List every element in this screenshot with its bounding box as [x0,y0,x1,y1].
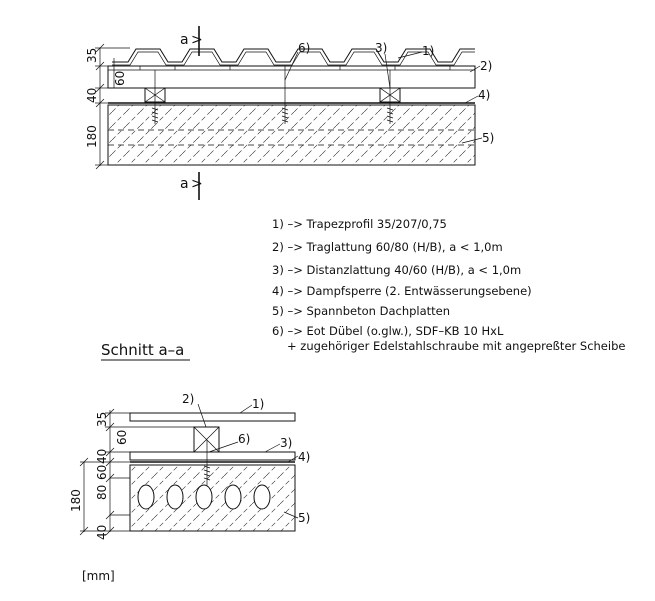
dowel-screw-section [203,440,211,485]
legend-item-5: 5) –> Spannbeton Dachplatten [272,304,450,318]
callout-b-2: 2) [182,392,194,406]
dim-b-40-bottom: 40 [95,525,109,540]
callout-6: 6) [298,41,310,55]
legend: 1) –> Trapezprofil 35/207/0,75 2) –> Tra… [272,217,625,353]
legend-item-4: 4) –> Dampfsperre (2. Entwässerungsebene… [272,284,532,298]
section-marker-top-arrow: > [191,32,203,48]
callout-b-4: 4) [298,450,310,464]
concrete-slab [107,104,476,166]
callouts-top: 1) 2) 3) 4) 5) 6) [284,41,494,145]
section-marker-bottom: a [180,176,189,192]
legend-item-6: 6) –> Eot Dübel (o.glw.), SDF–KB 10 HxL [272,324,504,338]
dim-b-180: 180 [69,489,83,512]
slab-cores [137,484,271,510]
callout-b-5: 5) [298,511,310,525]
callout-5: 5) [482,131,494,145]
dowel-screw-right [386,70,394,124]
legend-item-3: 3) –> Distanzlattung 40/60 (H/B), a < 1,… [272,263,521,277]
dim-b-80-core: 80 [95,485,109,500]
section-title: Schnitt a–a [101,341,184,359]
dim-40: 40 [85,88,99,103]
distance-batten-section [129,451,296,461]
legend-item-1: 1) –> Trapezprofil 35/207/0,75 [272,217,447,231]
dimension-chain-top: 35 60 40 180 [85,43,130,170]
callout-b-3: 3) [280,436,292,450]
unit-label: [mm] [82,569,115,583]
dim-b-60: 60 [115,430,129,445]
dim-b-60-core: 60 [95,465,109,480]
dim-60: 60 [113,71,127,86]
legend-item-2: 2) –> Traglattung 60/80 (H/B), a < 1,0m [272,240,503,254]
section-marker-bottom-arrow: > [191,176,203,192]
dowel-screw-mid [281,70,289,124]
dim-b-40: 40 [95,449,109,464]
callout-1: 1) [422,44,434,58]
callouts-bottom: 1) 2) 3) 4) 5) 6) [182,392,310,525]
trapezoidal-profile-section [129,412,296,422]
top-section: a > a > [85,26,494,200]
dowel-screw-left [151,70,159,124]
support-batten [107,65,476,89]
callout-b-6: 6) [238,432,250,446]
callout-2: 2) [480,59,492,73]
bottom-section: 35 60 40 180 60 80 40 1) 2) 3) 4) 5) 6) [69,392,310,540]
dimension-chain-bottom: 35 60 40 180 60 80 40 [69,408,194,540]
legend-item-6-cont: + zugehöriger Edelstahlschraube mit ange… [287,339,625,353]
callout-3: 3) [375,41,387,55]
callout-4: 4) [478,88,490,102]
dim-180: 180 [85,125,99,148]
callout-b-1: 1) [252,397,264,411]
section-marker-top: a [180,32,189,48]
dim-b-35: 35 [95,412,109,427]
dim-35: 35 [85,48,99,63]
trapezoidal-profile [112,48,475,63]
